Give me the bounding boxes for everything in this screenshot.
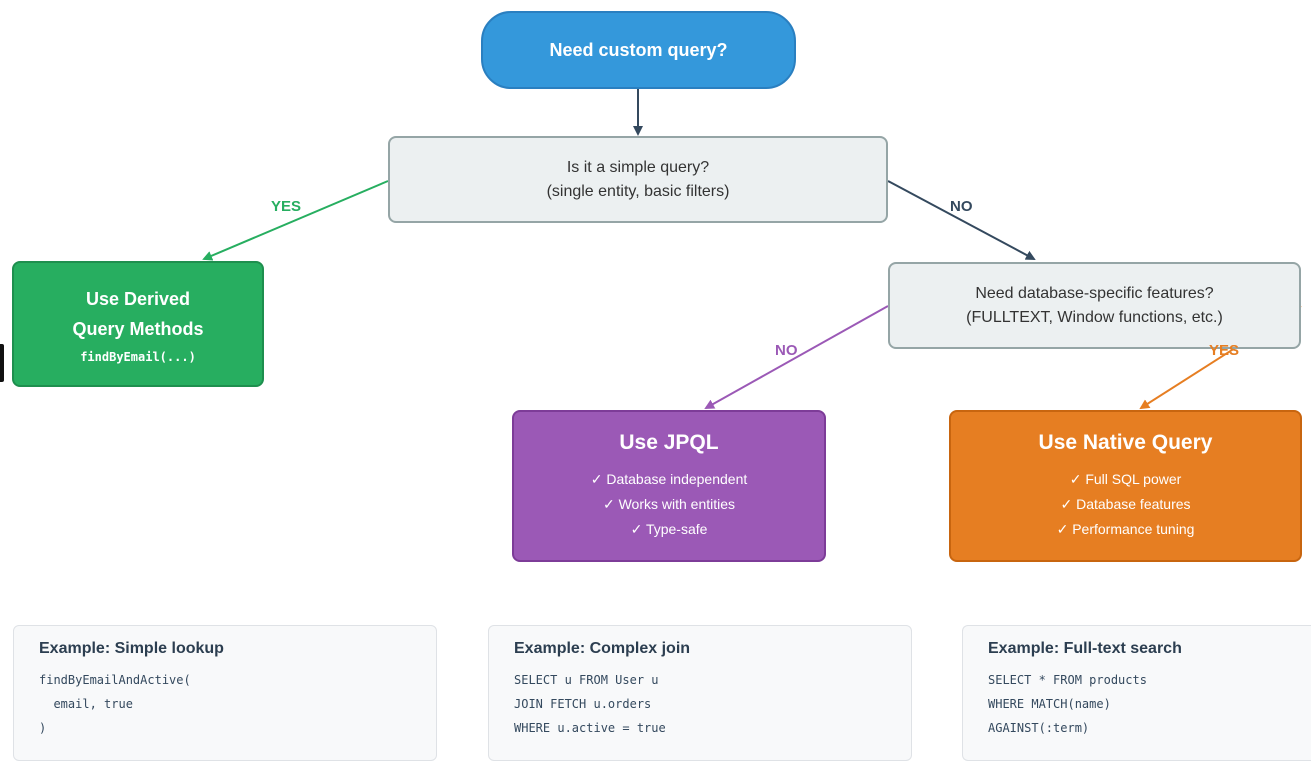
example-title: Example: Full-text search bbox=[988, 640, 1182, 657]
code-line: WHERE u.active = true bbox=[514, 721, 666, 735]
code-line: SELECT u FROM User u bbox=[514, 673, 659, 687]
derived-code: findByEmail(...) bbox=[80, 350, 196, 364]
native-feature: ✓ Full SQL power bbox=[1069, 470, 1182, 487]
label-yes-simple: YES bbox=[271, 198, 302, 215]
jpql-title: Use JPQL bbox=[619, 430, 719, 454]
example-card-complex-join: Example: Complex join SELECT u FROM User… bbox=[488, 625, 912, 761]
native-feature: ✓ Database features bbox=[1060, 495, 1191, 512]
jpql-feature: ✓ Works with entities bbox=[602, 495, 736, 512]
decision-db-features: Need database-specific features? (FULLTE… bbox=[888, 262, 1301, 349]
example-code: findByEmailAndActive( email, true) bbox=[39, 668, 411, 740]
code-line: findByEmailAndActive( bbox=[39, 673, 191, 687]
jpql-feature: ✓ Type-safe bbox=[630, 520, 708, 537]
decision-simple-query: Is it a simple query? (single entity, ba… bbox=[388, 136, 888, 223]
derived-title-line1: Use Derived bbox=[85, 289, 191, 309]
code-line: email, true bbox=[39, 697, 133, 711]
derived-title-line2: Query Methods bbox=[72, 319, 204, 339]
example-card-simple-lookup: Example: Simple lookup findByEmailAndAct… bbox=[13, 625, 437, 761]
arrow-db-no bbox=[704, 305, 889, 409]
result-jpql: Use JPQL ✓ Database independent ✓ Works … bbox=[512, 410, 826, 562]
decision-simple-line1: Is it a simple query? bbox=[566, 158, 710, 176]
code-line: SELECT * FROM products bbox=[988, 673, 1147, 687]
start-label: Need custom query? bbox=[549, 39, 728, 60]
code-line: WHERE MATCH(name) bbox=[988, 697, 1111, 711]
decision-simple-line2: (single entity, basic filters) bbox=[546, 182, 730, 200]
result-native-query: Use Native Query ✓ Full SQL power ✓ Data… bbox=[949, 410, 1302, 562]
start-node: Need custom query? bbox=[481, 11, 796, 89]
code-line: JOIN FETCH u.orders bbox=[514, 697, 652, 711]
example-title: Example: Complex join bbox=[514, 640, 691, 657]
native-title: Use Native Query bbox=[1038, 430, 1213, 454]
native-feature: ✓ Performance tuning bbox=[1056, 520, 1195, 537]
code-line: AGAINST(:term) bbox=[988, 721, 1090, 735]
example-title: Example: Simple lookup bbox=[39, 640, 224, 657]
arrow-simple-no bbox=[887, 180, 1036, 260]
decision-db-line2: (FULLTEXT, Window functions, etc.) bbox=[966, 308, 1223, 326]
code-line: ) bbox=[39, 721, 47, 735]
example-card-full-text-search: Example: Full-text search SELECT * FROM … bbox=[962, 625, 1311, 761]
label-yes-db: YES bbox=[1209, 342, 1240, 359]
arrow-simple-yes bbox=[202, 180, 389, 261]
jpql-feature: ✓ Database independent bbox=[590, 470, 748, 487]
label-no-db: NO bbox=[775, 342, 798, 359]
edge-marker bbox=[0, 344, 4, 382]
result-derived-methods: Use Derived Query Methods findByEmail(..… bbox=[12, 261, 264, 387]
label-no-simple: NO bbox=[950, 198, 973, 215]
decision-db-line1: Need database-specific features? bbox=[975, 284, 1214, 302]
